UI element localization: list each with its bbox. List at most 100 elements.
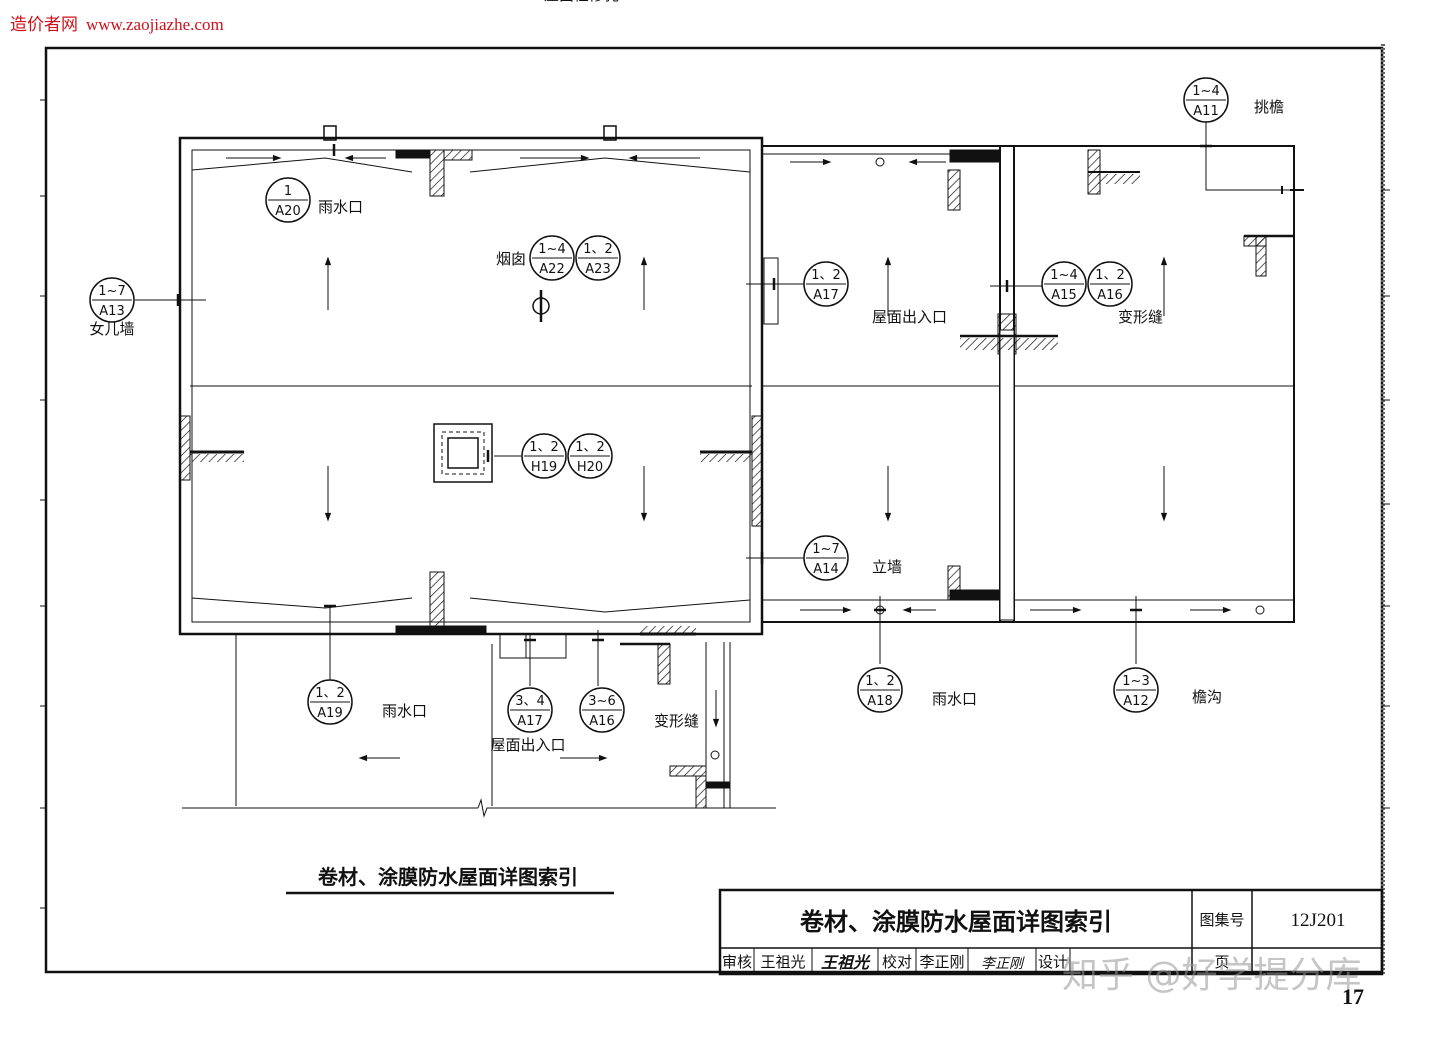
site-url[interactable]: www.zaojiazhe.com: [86, 15, 224, 34]
slope-arrowhead: [580, 154, 590, 162]
page-number: 17: [1342, 984, 1364, 1009]
callout-bottom: A18: [867, 694, 892, 709]
callout-bottom: A17: [517, 714, 542, 729]
callout-bottom: H20: [577, 460, 603, 475]
slope-arrowhead: [1160, 256, 1168, 266]
slope-arrowhead: [358, 754, 368, 762]
callout-bottom: A15: [1051, 288, 1076, 303]
drawing-title-block: 卷材、涂膜防水屋面详图索引: [286, 865, 614, 895]
callout-label: 屋面检修孔: [544, 0, 619, 4]
atlas-label: 图集号: [1199, 911, 1244, 929]
slope-arrowhead: [842, 606, 852, 614]
slope-arrowhead: [640, 512, 648, 522]
slope-arrowhead: [324, 512, 332, 522]
checker-label: 校对: [882, 953, 912, 971]
callout-bottom: A14: [813, 562, 838, 577]
reviewer-label: 审核: [722, 953, 752, 971]
slope-arrowhead: [1222, 606, 1232, 614]
callout-top: 1~7: [812, 542, 839, 557]
watermark-overlay: 知乎 @好学提分库: [1062, 955, 1362, 996]
slope-arrowhead: [344, 154, 354, 162]
site-name: 造价者网: [10, 15, 78, 35]
slope-arrowhead: [640, 256, 648, 266]
designer-label: 设计: [1038, 953, 1068, 971]
lower-annex: [182, 633, 776, 818]
checker-name: 李正刚: [919, 953, 964, 971]
callout-bottom: A16: [1097, 288, 1122, 303]
watermark-top: 造价者网 www.zaojiazhe.com: [10, 10, 224, 35]
slope-arrowhead: [822, 158, 832, 166]
callout-top: 1: [284, 184, 292, 199]
callout-top: 3、4: [515, 694, 545, 709]
callout-bottom: A20: [275, 204, 300, 219]
page-label: 页: [1214, 953, 1229, 971]
callout-label: 屋面出入口: [490, 736, 565, 754]
callout-top: 1~4: [1192, 84, 1219, 99]
callout-bottom: A22: [539, 262, 564, 277]
sheet-frame: [40, 44, 1390, 976]
slope-arrowhead: [712, 718, 720, 728]
callout-top: 3~6: [588, 694, 615, 709]
callout-top: 1~4: [538, 242, 565, 257]
callout-bottom: A13: [99, 304, 124, 319]
callout-bottom: A17: [813, 288, 838, 303]
callout-top: 1、2: [315, 686, 345, 701]
title-block-text: 卷材、涂膜防水屋面详图索引 图集号 12J201 审核 王祖光 王祖光 校对 李…: [722, 908, 1345, 972]
wall-hatches: [179, 149, 763, 636]
callout-bottom: A11: [1193, 104, 1218, 119]
callout-label: 烟囱: [496, 250, 526, 268]
checker-signature: 李正刚: [981, 956, 1025, 972]
callout-label: 变形缝: [654, 712, 699, 730]
callout-top: 1、2: [1095, 268, 1125, 283]
callout-top: 1、2: [811, 268, 841, 283]
callout-leaders: [135, 120, 1212, 686]
slope-arrowhead: [628, 154, 638, 162]
callout-label: 雨水口: [318, 198, 363, 216]
callout-top: 1、2: [583, 242, 613, 257]
callout-label: 屋面出入口: [872, 308, 947, 326]
reviewer-signature: 王祖光: [821, 953, 871, 972]
callout-top: 1、2: [529, 440, 559, 455]
callout-bottom: A12: [1123, 694, 1148, 709]
slope-arrowhead: [1072, 606, 1082, 614]
callout-top: 1~4: [1050, 268, 1077, 283]
drawing-title: 卷材、涂膜防水屋面详图索引: [318, 865, 578, 889]
callout-label: 檐沟: [1192, 688, 1222, 706]
atlas-number: 12J201: [1291, 910, 1346, 931]
callout-label: 雨水口: [382, 702, 427, 720]
slope-arrowhead: [272, 154, 282, 162]
callout-top: 1~7: [98, 284, 125, 299]
callout-label: 女儿墙: [89, 320, 134, 338]
callout-top: 1、2: [575, 440, 605, 455]
slope-arrowhead: [908, 158, 918, 166]
callout-bottom: A23: [585, 262, 610, 277]
callout-label: 立墙: [872, 558, 902, 576]
callout-label: 挑檐: [1254, 98, 1284, 116]
drainage-arrows: [226, 154, 1232, 762]
slope-arrowhead: [902, 606, 912, 614]
callout-top: 1、2: [865, 674, 895, 689]
title-block: [718, 888, 1384, 976]
right-roof: [761, 145, 1304, 623]
reviewer-name: 王祖光: [760, 953, 805, 971]
slope-arrowhead: [884, 512, 892, 522]
callout-label: 雨水口: [932, 690, 977, 708]
callout-label: 变形缝: [1118, 308, 1163, 326]
slope-arrowhead: [884, 256, 892, 266]
callout-bottom: A19: [317, 706, 342, 721]
title-block-title: 卷材、涂膜防水屋面详图索引: [800, 908, 1112, 936]
